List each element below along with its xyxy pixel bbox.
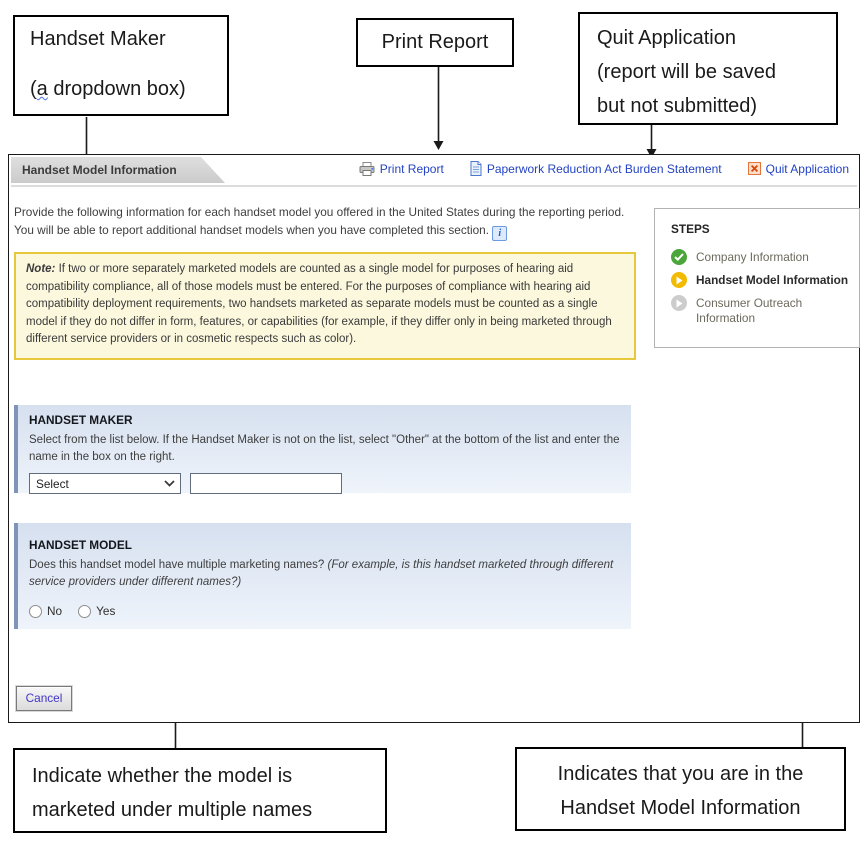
callout-line: (a dropdown box) [30, 78, 186, 100]
callout-line: Indicate whether the model is [32, 765, 293, 787]
radio-group-no: No [29, 604, 62, 618]
handset-maker-section: HANDSET MAKER Select from the list below… [14, 405, 631, 494]
step-label: Company Information [696, 250, 809, 264]
callout-line: Quit Application [597, 27, 736, 49]
callout-steps-indicator: Indicates that you are in the Handset Mo… [515, 747, 846, 831]
cancel-button[interactable]: Cancel [16, 686, 72, 711]
select-value: Select [36, 476, 69, 491]
callout-line: but not submitted) [597, 95, 758, 117]
callout-quit-application: Quit Application (report will be saved b… [578, 12, 838, 125]
application-window: Handset Model Information Print Report [8, 154, 860, 723]
step-handset-model-information[interactable]: Handset Model Information [671, 272, 851, 288]
intro-paragraph: Provide the following information for ea… [14, 205, 625, 241]
note-box: Note: If two or more separately marketed… [14, 252, 636, 360]
toolbar: Print Report Paperwork Reduction Act Bur… [359, 161, 849, 176]
chevron-down-icon [164, 480, 175, 487]
callout-line: Indicates that you are in the [557, 763, 804, 785]
step-label: Consumer Outreach Information [696, 296, 803, 325]
arrow-to-print-report-link [433, 67, 444, 150]
handset-maker-select[interactable]: Select [29, 473, 181, 494]
note-label: Note: [26, 263, 56, 275]
quit-x-icon [747, 162, 761, 175]
step-company-information[interactable]: Company Information [671, 249, 851, 265]
radio-yes[interactable] [78, 604, 92, 618]
handset-maker-instructions: Select from the list below. If the Hands… [29, 434, 620, 463]
callout-multiple-names: Indicate whether the model is marketed u… [13, 748, 387, 833]
info-icon[interactable]: i [492, 225, 508, 241]
callout-line: marketed under multiple names [32, 799, 313, 821]
other-maker-input[interactable] [190, 473, 342, 494]
tab-handset-model-information: Handset Model Information [11, 157, 225, 183]
paperwork-statement-link[interactable]: Paperwork Reduction Act Burden Statement [470, 161, 722, 176]
quit-application-link[interactable]: Quit Application [747, 161, 849, 176]
handset-model-heading: HANDSET MODEL [29, 538, 132, 552]
step-current-play-icon [671, 272, 687, 288]
note-text: If two or more separately marketed model… [26, 263, 612, 345]
print-report-label: Print Report [379, 161, 444, 176]
callout-line: (report will be saved [597, 61, 776, 83]
toolbar-divider [11, 185, 857, 187]
printer-icon [359, 161, 375, 176]
print-report-link[interactable]: Print Report [359, 161, 444, 176]
radio-no[interactable] [29, 604, 42, 618]
step-upcoming-play-icon [671, 295, 687, 311]
radio-no-label: No [47, 604, 63, 618]
callout-line: Handset Model Information [560, 797, 801, 819]
handset-model-section: HANDSET MODEL Does this handset model ha… [14, 523, 631, 629]
steps-heading: STEPS [671, 222, 710, 236]
document-icon [470, 161, 482, 176]
handset-model-question: Does this handset model have multiple ma… [29, 559, 614, 588]
handset-maker-heading: HANDSET MAKER [29, 413, 133, 427]
paperwork-statement-label: Paperwork Reduction Act Burden Statement [486, 161, 722, 176]
step-consumer-outreach-information[interactable]: Consumer Outreach Information [671, 295, 851, 326]
step-label: Handset Model Information [696, 273, 849, 287]
steps-sidebar: STEPS Company Information Handset Model … [654, 208, 860, 348]
handset-maker-controls: Select [29, 473, 619, 494]
marketing-names-radio-row: No Yes [29, 604, 619, 618]
callout-line: Handset Maker [30, 28, 166, 50]
callout-handset-maker: Handset Maker (a dropdown box) [13, 15, 229, 116]
radio-group-yes: Yes [78, 604, 115, 618]
callout-line: Print Report [381, 31, 489, 53]
callout-print-report: Print Report [356, 18, 514, 67]
step-complete-check-icon [671, 249, 687, 265]
quit-application-label: Quit Application [765, 161, 849, 176]
radio-yes-label: Yes [96, 604, 116, 618]
